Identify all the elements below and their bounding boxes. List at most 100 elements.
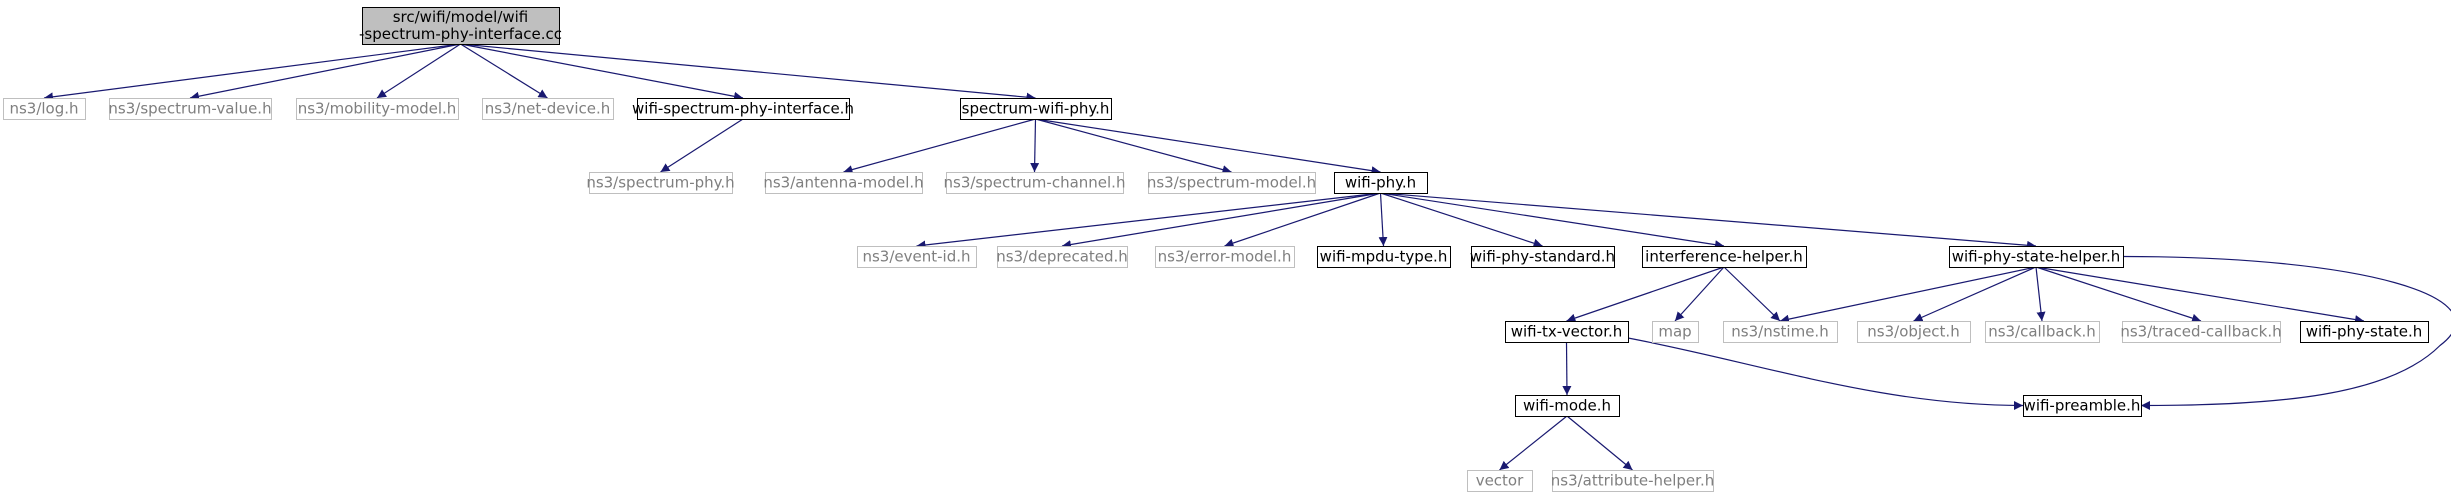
node-label: ns3/log.h: [9, 100, 78, 118]
node-label: src/wifi/model/wifi: [393, 8, 529, 26]
node-box: [960, 98, 1112, 120]
node-box: [1642, 246, 1807, 268]
node-wifi-spectrum-phy-interface[interactable]: wifi-spectrum-phy-interface.h: [632, 98, 854, 120]
edge-root-to-wifi-spectrum-phy-interface: [460, 43, 744, 101]
node-box: [2300, 321, 2429, 343]
node-wifi-preamble[interactable]: wifi-preamble.h: [2023, 395, 2142, 417]
edge-wifi-phy-state-helper-to-wifi-phy-state: [2035, 266, 2365, 324]
node-spectrum-wifi-phy[interactable]: spectrum-wifi-phy.h: [960, 98, 1112, 120]
node-label: wifi-phy-state-helper.h: [1952, 248, 2120, 266]
node-spectrum-value: ns3/spectrum-value.h: [108, 98, 272, 120]
edge-wifi-phy-to-wifi-phy-standard: [1380, 192, 1543, 248]
node-label: ns3/antenna-model.h: [763, 174, 923, 192]
node-root[interactable]: src/wifi/model/wifi-spectrum-phy-interfa…: [359, 7, 562, 45]
node-wifi-phy-state[interactable]: wifi-phy-state.h: [2300, 321, 2429, 343]
edge-root-to-log: [43, 43, 461, 102]
edge-wifi-phy-to-event-id: [916, 192, 1381, 250]
node-wifi-phy[interactable]: wifi-phy.h: [1334, 172, 1428, 194]
edge-spectrum-wifi-phy-to-wifi-phy: [1035, 118, 1381, 176]
node-map: map: [1652, 321, 1699, 343]
edge-wifi-tx-vector-to-wifi-mode: [1562, 341, 1572, 396]
node-vector: vector: [1467, 470, 1533, 492]
edge-root-to-mobility-model: [376, 43, 461, 99]
node-label: map: [1658, 323, 1691, 341]
edge-wifi-spectrum-phy-interface-to-spectrum-phy: [660, 118, 744, 173]
edge-wifi-phy-state-helper-to-nstime: [1779, 266, 2037, 324]
edge-wifi-phy-state-helper-to-object: [1913, 266, 2037, 322]
edge-spectrum-wifi-phy-to-spectrum-channel: [1030, 118, 1040, 173]
node-box: [1949, 246, 2124, 268]
edge-wifi-phy-state-helper-to-callback: [2035, 266, 2046, 322]
edge-wifi-phy-to-error-model: [1224, 192, 1381, 248]
node-wifi-mpdu-type[interactable]: wifi-mpdu-type.h: [1317, 246, 1451, 268]
node-box: [1148, 172, 1316, 194]
node-label: wifi-spectrum-phy-interface.h: [632, 100, 854, 118]
node-wifi-tx-vector[interactable]: wifi-tx-vector.h: [1505, 321, 1629, 343]
node-box: [362, 7, 560, 45]
node-label: ns3/attribute-helper.h: [1551, 472, 1714, 490]
node-box: [1652, 321, 1699, 343]
node-callback: ns3/callback.h: [1985, 321, 2100, 343]
node-antenna-model: ns3/antenna-model.h: [763, 172, 924, 194]
node-spectrum-model: ns3/spectrum-model.h: [1147, 172, 1316, 194]
edge-wifi-phy-to-deprecated: [1061, 192, 1381, 249]
node-wifi-mode[interactable]: wifi-mode.h: [1515, 395, 1620, 417]
node-interference-helper[interactable]: interference-helper.h: [1642, 246, 1807, 268]
edge-root-to-net-device: [460, 43, 548, 99]
node-label: wifi-phy-standard.h: [1470, 248, 1615, 266]
edge-interference-helper-to-map: [1674, 266, 1725, 322]
node-label: ns3/event-id.h: [862, 248, 970, 266]
node-box: [1552, 470, 1714, 492]
node-box: [1985, 321, 2100, 343]
node-box: [1471, 246, 1615, 268]
node-box: [1467, 470, 1533, 492]
edge-wifi-phy-state-helper-to-wifi-preamble: [2122, 255, 2451, 410]
node-box: [765, 172, 923, 194]
edge-root-to-spectrum-value: [189, 43, 461, 101]
node-log: ns3/log.h: [3, 98, 86, 120]
node-label: ns3/spectrum-value.h: [108, 100, 271, 118]
node-label: ns3/traced-callback.h: [2120, 323, 2281, 341]
node-wifi-phy-state-helper[interactable]: wifi-phy-state-helper.h: [1949, 246, 2124, 268]
edge-interference-helper-to-nstime: [1723, 266, 1781, 322]
node-box: [1155, 246, 1295, 268]
node-deprecated: ns3/deprecated.h: [996, 246, 1128, 268]
node-box: [109, 98, 272, 120]
node-box: [296, 98, 459, 120]
edge-wifi-mode-to-attribute-helper: [1566, 415, 1633, 471]
node-box: [3, 98, 86, 120]
node-label: wifi-phy.h: [1345, 174, 1416, 192]
node-label: interference-helper.h: [1645, 248, 1803, 266]
node-nstime: ns3/nstime.h: [1723, 321, 1838, 343]
node-box: [946, 172, 1124, 194]
node-label: wifi-phy-state.h: [2306, 323, 2423, 341]
node-label: vector: [1476, 472, 1524, 490]
node-box: [637, 98, 850, 120]
node-label: spectrum-wifi-phy.h: [962, 100, 1110, 118]
node-box: [2122, 321, 2281, 343]
node-event-id: ns3/event-id.h: [857, 246, 977, 268]
node-label: ns3/net-device.h: [485, 100, 611, 118]
node-box: [589, 172, 733, 194]
node-error-model: ns3/error-model.h: [1155, 246, 1295, 268]
node-box: [1515, 395, 1620, 417]
node-attribute-helper: ns3/attribute-helper.h: [1551, 470, 1714, 492]
node-box: [1723, 321, 1838, 343]
node-label: ns3/callback.h: [1988, 323, 2096, 341]
edge-wifi-phy-state-helper-to-traced-callback: [2035, 266, 2202, 323]
node-spectrum-channel: ns3/spectrum-channel.h: [944, 172, 1126, 194]
node-label: ns3/spectrum-model.h: [1147, 174, 1316, 192]
node-box: [482, 98, 614, 120]
node-label: ns3/deprecated.h: [996, 248, 1128, 266]
edge-wifi-phy-to-interference-helper: [1380, 192, 1725, 250]
node-label: ns3/mobility-model.h: [298, 100, 457, 118]
edge-wifi-phy-to-wifi-phy-state-helper: [1380, 192, 2037, 250]
edge-wifi-phy-to-wifi-mpdu-type: [1378, 192, 1388, 247]
node-label: ns3/nstime.h: [1731, 323, 1828, 341]
node-traced-callback: ns3/traced-callback.h: [2120, 321, 2282, 343]
node-wifi-phy-standard[interactable]: wifi-phy-standard.h: [1470, 246, 1615, 268]
node-box: [1505, 321, 1629, 343]
edge-wifi-mode-to-vector: [1499, 415, 1568, 471]
node-label: ns3/spectrum-channel.h: [944, 174, 1126, 192]
